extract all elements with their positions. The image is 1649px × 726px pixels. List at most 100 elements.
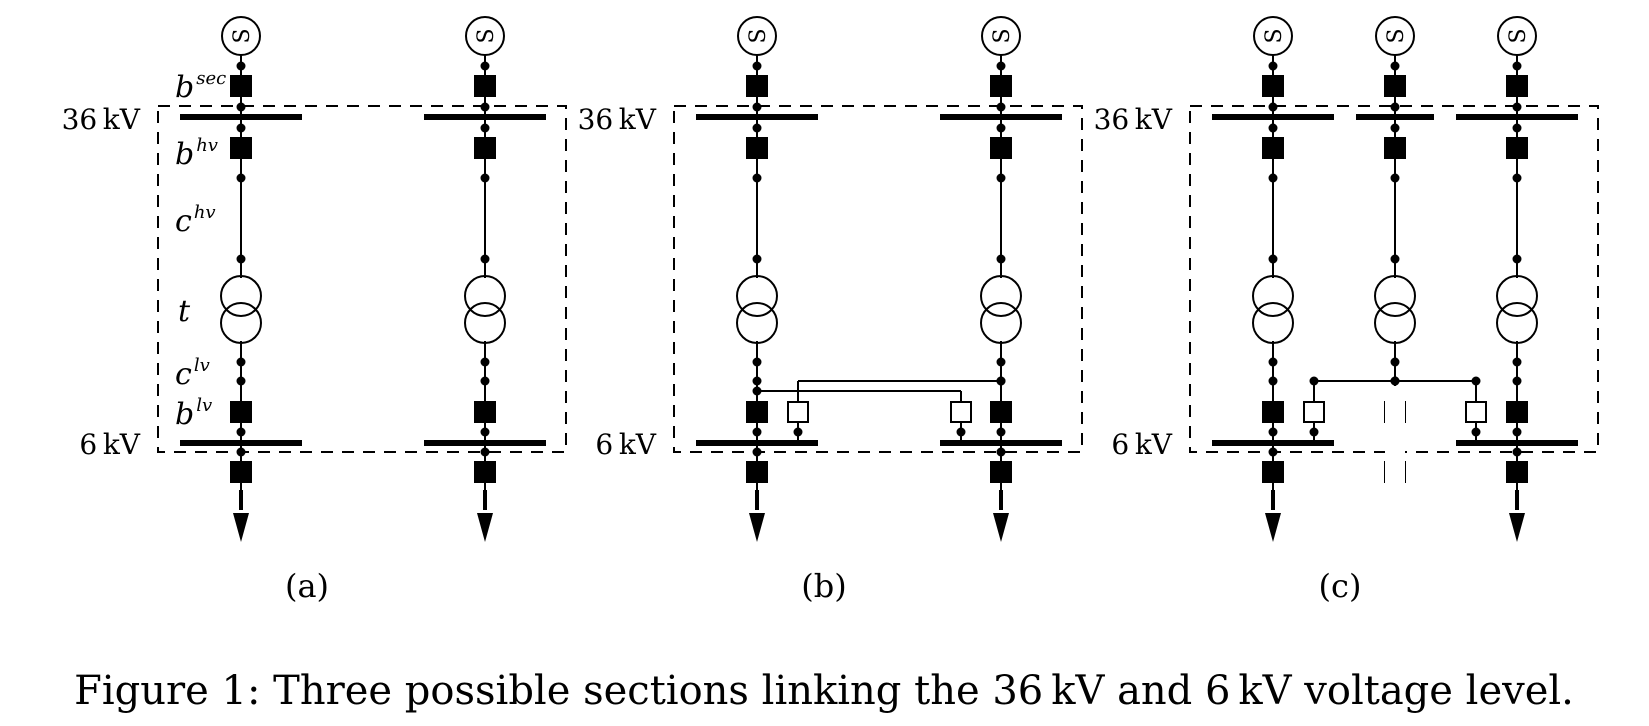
node-dot — [480, 254, 490, 264]
node-dot — [480, 123, 490, 133]
breaker-icon — [990, 461, 1012, 483]
node-dot — [236, 376, 246, 386]
node-dot — [236, 357, 246, 367]
source-icon-letter: S — [746, 28, 771, 43]
node-dot — [236, 447, 246, 457]
source-icon-letter: S — [230, 28, 255, 43]
node-dot — [480, 61, 490, 71]
breaker-icon — [746, 401, 768, 423]
node-dot — [752, 123, 762, 133]
breaker-icon — [746, 75, 768, 97]
section-boundary — [673, 105, 1083, 453]
source-icon-letter: S — [1262, 28, 1287, 43]
breaker-icon — [1506, 137, 1528, 159]
node-dot — [236, 123, 246, 133]
breaker-icon — [1262, 75, 1284, 97]
node-dot — [996, 427, 1006, 437]
breaker-icon — [990, 75, 1012, 97]
breaker-icon — [1262, 401, 1284, 423]
node-dot — [1471, 427, 1481, 437]
node-dot — [1268, 61, 1278, 71]
load-arrow-icon — [1509, 513, 1525, 542]
node-dot — [752, 427, 762, 437]
node-dot — [752, 102, 762, 112]
node-dot — [236, 102, 246, 112]
section-boundary — [1189, 105, 1599, 453]
node-dot — [236, 254, 246, 264]
breaker-icon — [230, 401, 252, 423]
source-icon-letter: S — [1384, 28, 1409, 43]
breaker-icon — [474, 75, 496, 97]
node-dot — [1512, 427, 1522, 437]
node-dot — [236, 173, 246, 183]
transformer-icon — [980, 275, 1022, 317]
load-arrow-icon — [749, 513, 765, 542]
node-dot — [1268, 357, 1278, 367]
node-dot — [480, 427, 490, 437]
label-t: t — [178, 294, 191, 329]
node-dot — [1512, 102, 1522, 112]
node-dot — [1268, 427, 1278, 437]
node-dot — [1512, 173, 1522, 183]
source-icon-letter: S — [474, 28, 499, 43]
breaker-icon — [474, 461, 496, 483]
node-dot — [1512, 357, 1522, 367]
breaker-icon — [990, 401, 1012, 423]
transformer-icon — [980, 302, 1022, 344]
breaker-icon — [1506, 401, 1528, 423]
breaker-icon — [230, 137, 252, 159]
transformer-icon — [1496, 302, 1538, 344]
transformer-icon — [464, 302, 506, 344]
transformer-icon — [220, 275, 262, 317]
node-dot — [1268, 376, 1278, 386]
hv-label-a: 36 kV — [62, 103, 141, 136]
node-dot — [1390, 102, 1400, 112]
node-dot — [1512, 123, 1522, 133]
lv-label-c: 6 kV — [1111, 428, 1172, 461]
node-dot — [1390, 254, 1400, 264]
node-dot — [480, 357, 490, 367]
source-icon-letter: S — [990, 28, 1015, 43]
node-dot — [480, 376, 490, 386]
node-dot — [996, 357, 1006, 367]
lv-label-a: 6 kV — [79, 428, 140, 461]
breaker-icon — [746, 461, 768, 483]
node-dot — [1512, 376, 1522, 386]
transformer-icon — [1496, 275, 1538, 317]
breaker-icon — [1262, 461, 1284, 483]
breaker-icon — [230, 461, 252, 483]
node-dot — [1512, 254, 1522, 264]
transformer-icon — [1252, 275, 1294, 317]
subfigure-label-a: (a) — [285, 567, 329, 605]
node-dot — [480, 173, 490, 183]
node-dot — [752, 376, 762, 386]
node-dot — [1268, 254, 1278, 264]
node-dot — [480, 447, 490, 457]
node-dot — [1268, 447, 1278, 457]
load-arrow-icon — [1265, 513, 1281, 542]
node-dot — [1390, 61, 1400, 71]
node-dot — [752, 173, 762, 183]
node-dot — [996, 123, 1006, 133]
subfigure-label-c: (c) — [1319, 567, 1362, 605]
node-dot — [1268, 123, 1278, 133]
node-dot — [956, 427, 966, 437]
load-arrow-icon — [477, 513, 493, 542]
breaker-icon — [746, 137, 768, 159]
node-dot — [1512, 61, 1522, 71]
transformer-icon — [1252, 302, 1294, 344]
open-breaker-icon — [950, 401, 972, 423]
node-dot — [996, 376, 1006, 386]
node-dot — [1390, 173, 1400, 183]
breaker-icon — [474, 401, 496, 423]
node-dot — [752, 386, 762, 396]
section-boundary — [157, 105, 567, 453]
node-dot — [236, 427, 246, 437]
breaker-icon — [230, 75, 252, 97]
node-dot — [996, 254, 1006, 264]
